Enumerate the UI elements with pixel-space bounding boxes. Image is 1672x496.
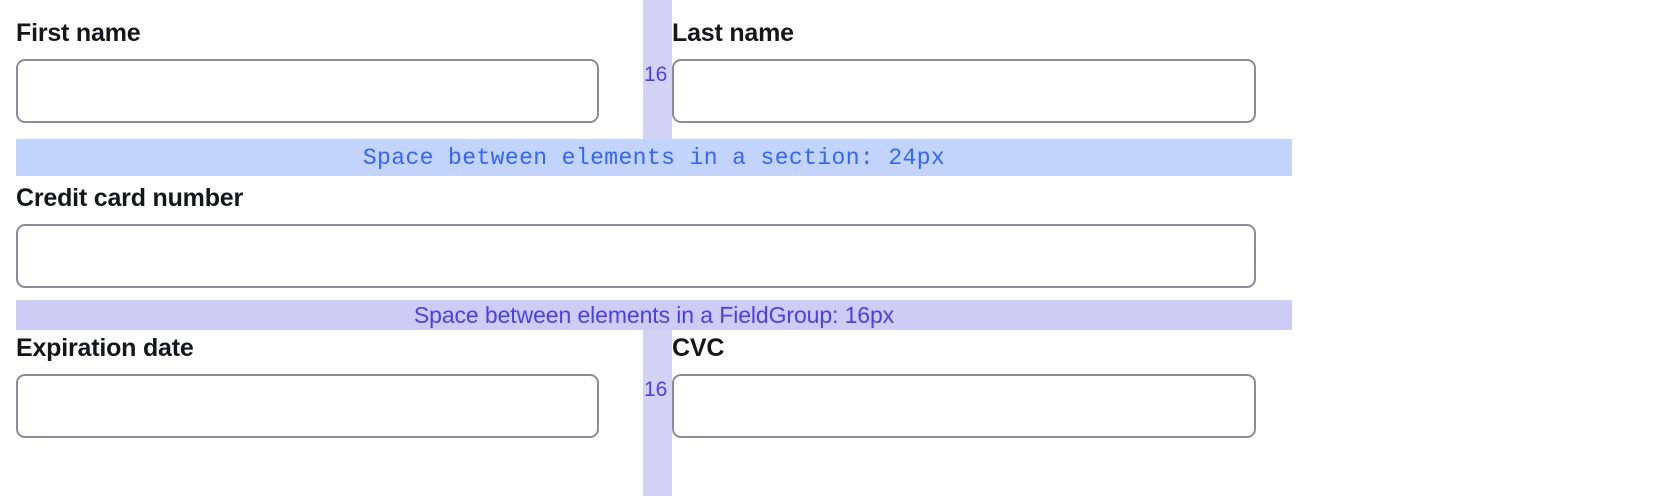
annotation-fieldgroup-spacing: Space between elements in a FieldGroup: … <box>16 300 1292 330</box>
input-expiration-date[interactable] <box>16 374 599 438</box>
card-number-row: Credit card number <box>0 183 1292 298</box>
field-label-cvc: CVC <box>672 334 725 362</box>
input-first-name[interactable] <box>16 59 599 123</box>
field-label-first-name: First name <box>16 19 141 47</box>
input-credit-card-number[interactable] <box>16 224 1256 288</box>
field-label-expiration-date: Expiration date <box>16 334 194 362</box>
field-expiration-date: Expiration date <box>16 333 599 438</box>
column-gap-band-expiry-row <box>643 330 672 496</box>
field-credit-card-number: Credit card number <box>16 183 1256 288</box>
field-last-name: Last name <box>672 18 1256 123</box>
field-first-name: First name <box>16 18 599 123</box>
column-gap-label-name-row: 16 <box>644 63 668 86</box>
annotation-fieldgroup-spacing-text: Space between elements in a FieldGroup: … <box>413 301 895 328</box>
input-last-name[interactable] <box>672 59 1256 123</box>
field-label-last-name: Last name <box>672 19 794 47</box>
column-gap-label-expiry-row: 16 <box>644 378 668 401</box>
expiry-cvc-row: Expiration date CVC <box>0 333 1292 454</box>
annotation-section-spacing-text: Space between elements in a section: 24p… <box>362 144 946 171</box>
input-cvc[interactable] <box>672 374 1256 438</box>
column-gap-band-name-row <box>643 0 672 139</box>
field-label-credit-card-number: Credit card number <box>16 184 244 212</box>
annotation-section-spacing: Space between elements in a section: 24p… <box>16 139 1292 176</box>
field-cvc: CVC <box>672 333 1256 438</box>
name-row: First name Last name <box>0 18 1292 139</box>
